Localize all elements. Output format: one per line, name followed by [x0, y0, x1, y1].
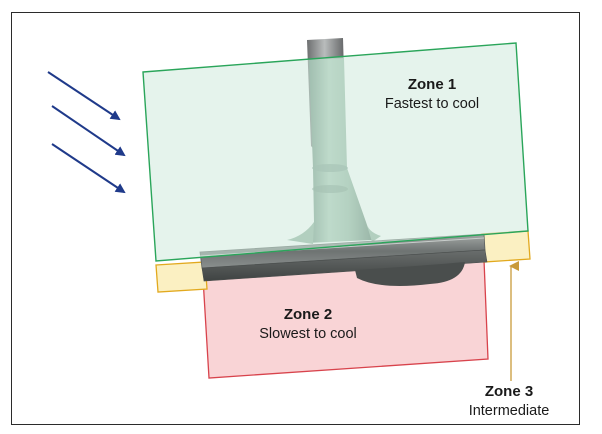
- zone1-region: [142, 42, 529, 262]
- zone1-label: Zone 1 Fastest to cool: [367, 76, 497, 113]
- cooling-arrow-3: [51, 143, 126, 194]
- zone1-subtitle: Fastest to cool: [384, 95, 480, 112]
- zone3-region-left: [155, 261, 208, 293]
- diagram-frame: [11, 12, 580, 425]
- zone3-label: Zone 3 Intermediate: [449, 383, 569, 420]
- cooling-arrows: [47, 71, 126, 194]
- zone3-subtitle: Intermediate: [468, 402, 550, 419]
- zone2-subtitle: Slowest to cool: [259, 325, 357, 342]
- zone1-title: Zone 1: [407, 76, 457, 93]
- zone2-label: Zone 2 Slowest to cool: [238, 306, 378, 343]
- cooling-arrow-1: [47, 71, 121, 121]
- zone2-title: Zone 2: [283, 306, 333, 323]
- zone3-region-right: [481, 230, 531, 263]
- zone3-title: Zone 3: [484, 383, 534, 400]
- cooling-arrow-2: [51, 105, 126, 157]
